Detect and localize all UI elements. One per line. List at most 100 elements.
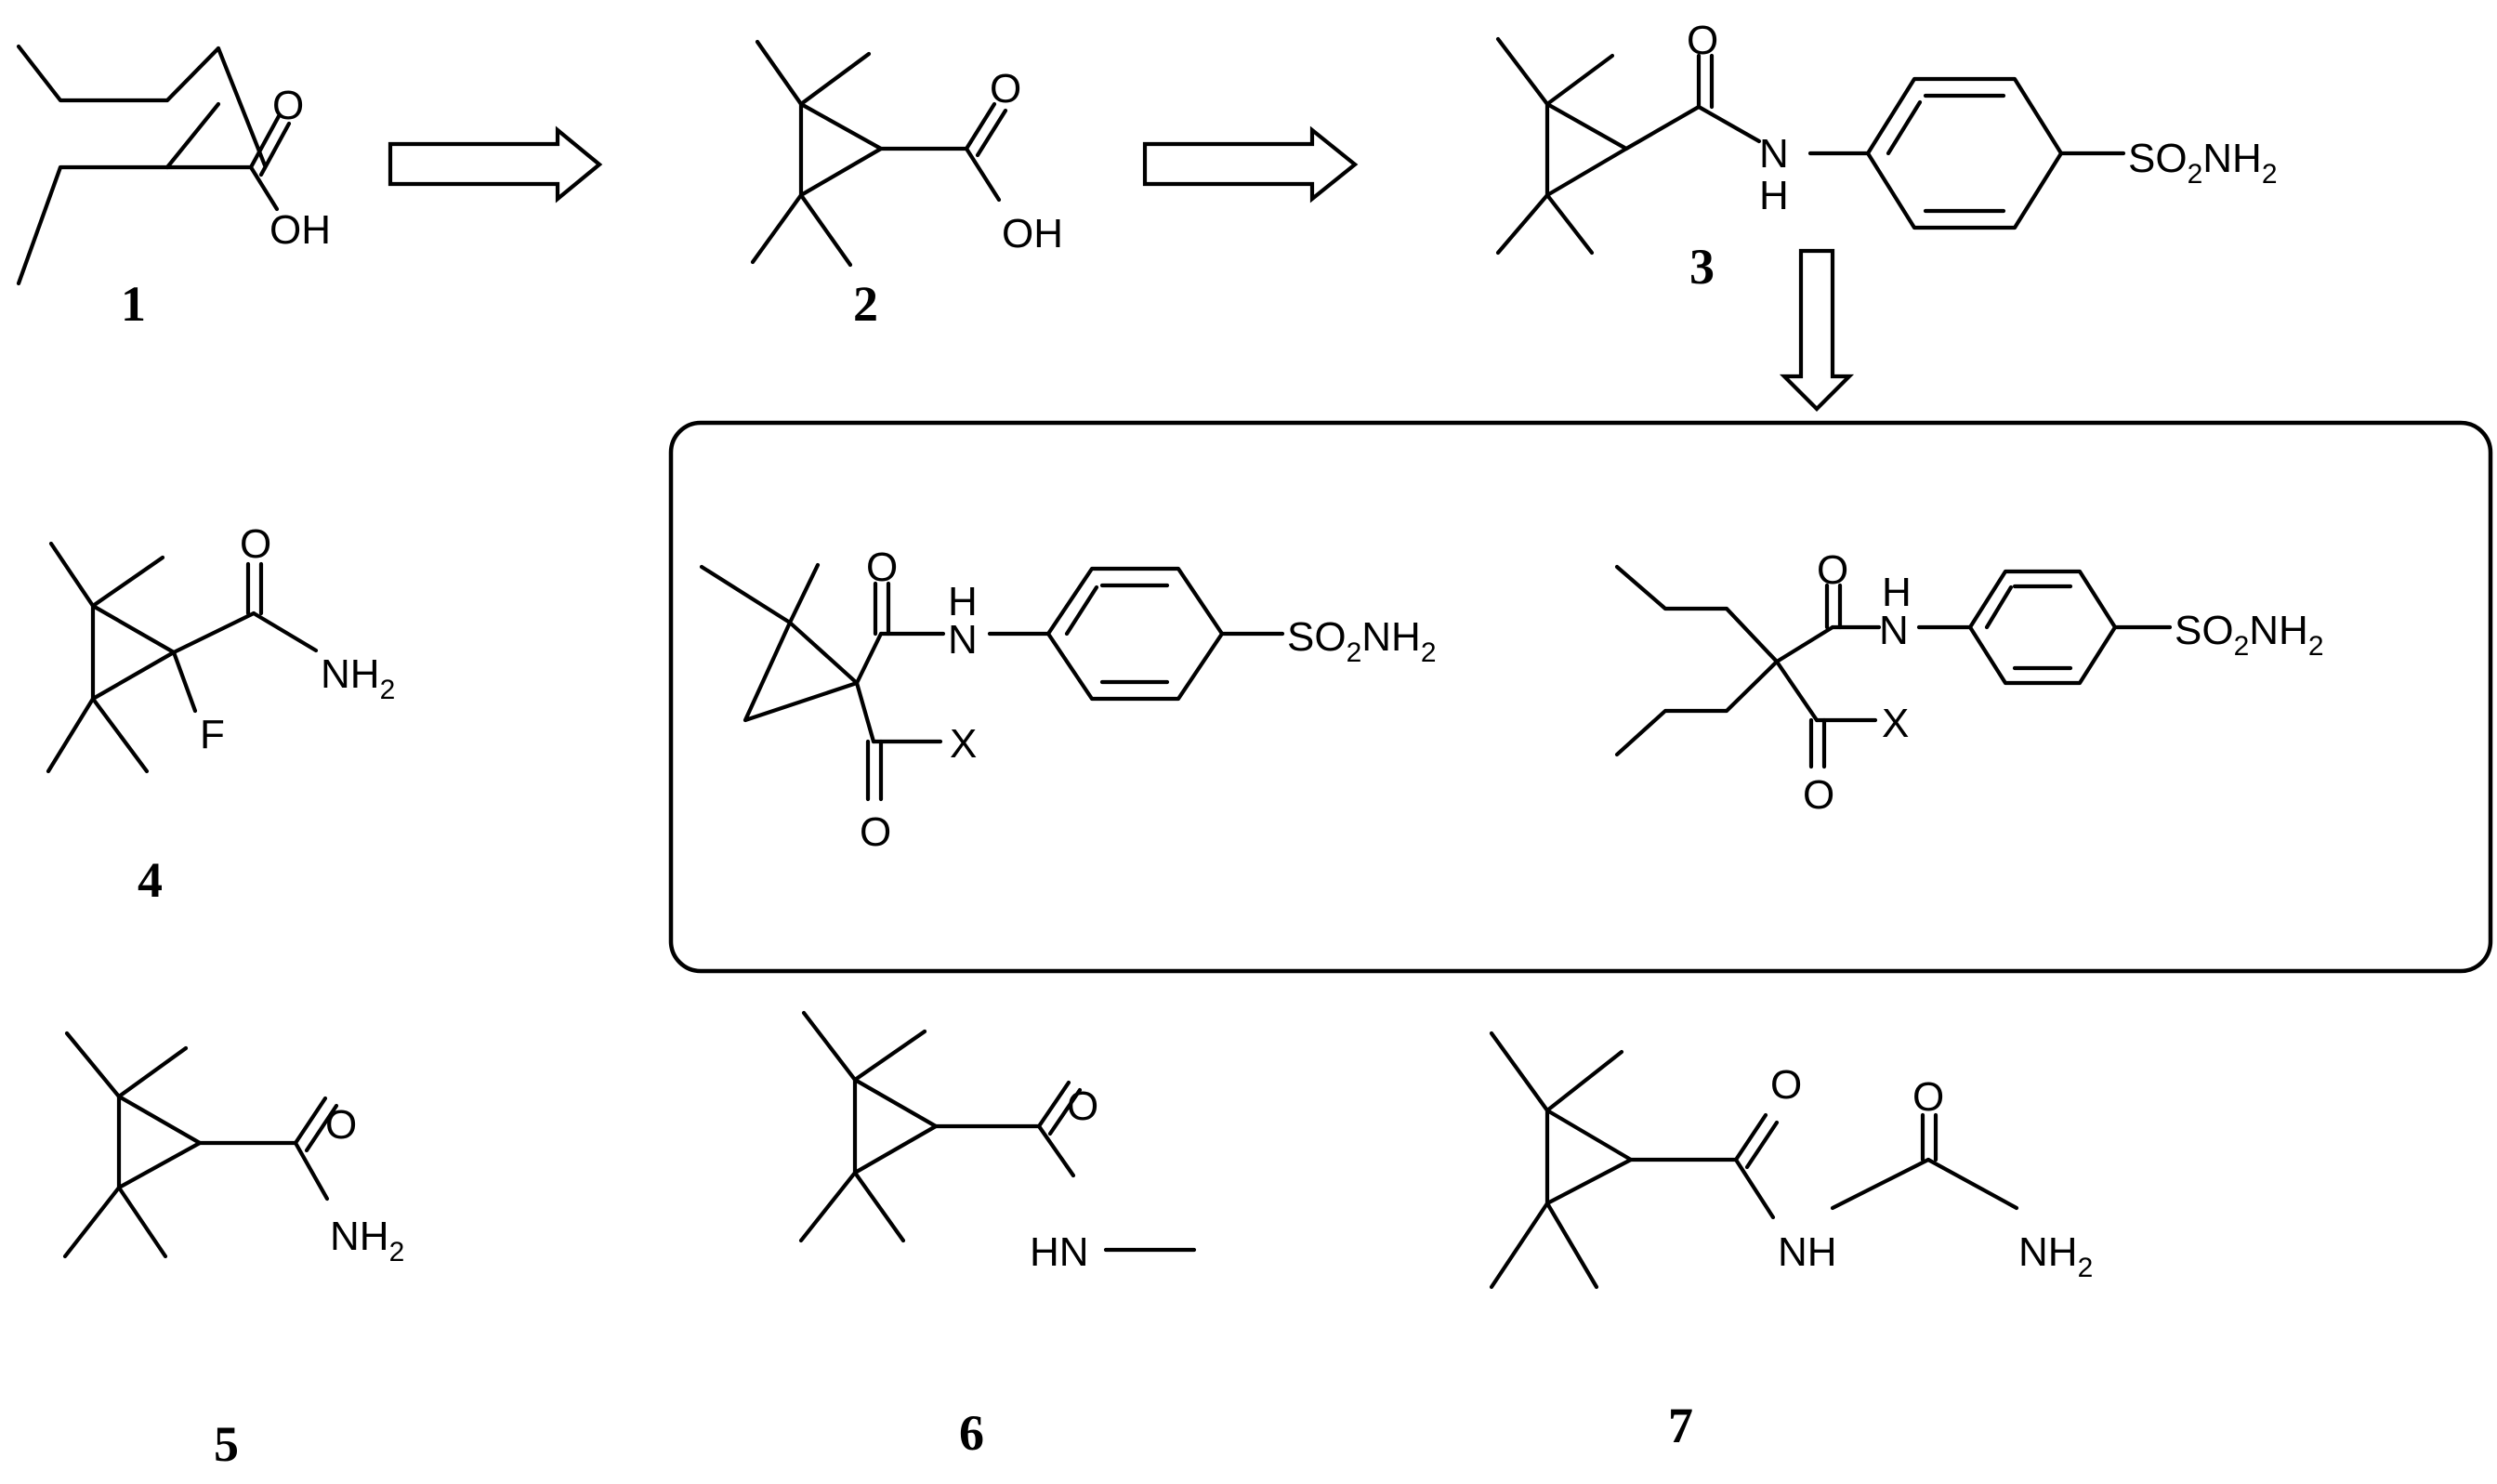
bond-methyl: [46, 696, 96, 774]
atom-oxygen: O: [1687, 18, 1718, 63]
bond-c-n: [1696, 104, 1762, 144]
bond-chain-upper: [16, 44, 221, 103]
compound-1-structure: O OH 1: [16, 44, 331, 332]
atom-x: X: [1882, 701, 1909, 746]
atom-nitrogen: N: [1759, 131, 1789, 177]
bond-c-f: [171, 650, 198, 714]
sulfonamide-group: SO2NH2: [2175, 608, 2324, 662]
bond-co-double-b: [975, 108, 1008, 158]
bond-c-n: [251, 611, 319, 653]
bond-methyl: [1544, 192, 1595, 256]
atom-hydroxyl: OH: [1002, 211, 1063, 256]
bond-chain-lower: [16, 164, 170, 286]
benzene-ring: [1045, 566, 1225, 702]
atom-oxygen: O: [990, 66, 1021, 112]
cyclopropane-ring: [852, 1077, 939, 1175]
bond-co-double-a: [248, 113, 282, 170]
compound-3-structure: O N H SO2NH2 3: [1495, 18, 2278, 295]
bond-methyl: [750, 192, 804, 265]
bond-methyl: [1489, 1201, 1550, 1290]
bond-methyl: [64, 1031, 122, 1099]
bond-methyl: [801, 1010, 858, 1083]
atom-oxygen: O: [1770, 1062, 1802, 1108]
bond-methyl: [1544, 53, 1615, 107]
atom-oxygen: O: [1067, 1083, 1098, 1129]
compound-2-structure: O OH 2: [750, 39, 1063, 332]
bond-methyl: [798, 1170, 858, 1243]
bond-methyl: [1489, 1031, 1550, 1113]
sulfonamide-group: SO2NH2: [2128, 136, 2278, 190]
atom-nitrogen: N: [1879, 608, 1909, 653]
highlight-box: [668, 420, 2493, 974]
boxed-compound-dipropyl: O H N SO2NH2 X O: [1614, 547, 2324, 818]
bond-methyl: [798, 51, 872, 107]
bond-co-double-b: [1047, 1087, 1083, 1136]
atom-nitrogen: N: [948, 617, 978, 663]
bond-upper-carbonyl: [1774, 624, 1835, 664]
atom-oxygen: O: [1817, 547, 1848, 593]
arrow-down: [1779, 248, 1855, 412]
atom-hydrogen: H: [1882, 570, 1912, 615]
atom-oxygen: O: [325, 1102, 357, 1148]
bond-methyl: [62, 1185, 122, 1259]
bond-co-double-b: [258, 121, 292, 177]
cyclopropane-ring: [1544, 101, 1629, 198]
atom-nh: NH: [1778, 1229, 1837, 1275]
bond-co-double-a: [964, 101, 997, 151]
bond-methyl: [1544, 1201, 1599, 1290]
bond-c-oh: [248, 164, 280, 212]
bond-co-double-a: [293, 1096, 328, 1146]
compound-number-4: 4: [138, 852, 163, 908]
bond-methyl: [116, 1185, 168, 1259]
atom-hydrogen: H: [1759, 173, 1789, 218]
atom-oxygen: O: [866, 545, 898, 590]
bond-c-nh2: [1925, 1157, 2019, 1211]
arrow-right-2: [1142, 125, 1359, 204]
sulfonamide-group: SO2NH2: [1287, 614, 1437, 668]
bond-methyl: [798, 192, 853, 268]
atom-oxygen: O: [240, 521, 271, 567]
cyclopropane-ring: [1544, 1108, 1634, 1206]
bond-c-oh: [964, 146, 1002, 203]
bond-methyl: [1544, 1049, 1624, 1113]
bond-upper-carbonyl: [854, 631, 884, 686]
atom-x: X: [950, 721, 977, 767]
bond-methyl: [1495, 36, 1550, 107]
benzene-double-bond: [1886, 99, 1923, 156]
bond-methyl: [852, 1029, 927, 1083]
amide-nh2: NH2: [330, 1214, 404, 1267]
compound-number-3: 3: [1689, 239, 1715, 295]
atom-hydroxyl: OH: [269, 207, 331, 253]
bond-co-double-a: [1036, 1080, 1071, 1129]
compound-6-structure: O HN 6: [798, 1010, 1197, 1461]
atom-oxygen: O: [1803, 772, 1834, 818]
bond-c-n: [1036, 1123, 1076, 1178]
cyclopropane-ring: [743, 620, 860, 723]
bond-co-double-b: [1744, 1120, 1780, 1170]
amide-nh2: NH2: [321, 651, 395, 705]
bond-carbonyl: [171, 611, 256, 655]
bond-methyl: [755, 39, 804, 107]
boxed-compound-cyclopropane: O H N SO2NH2 X O: [699, 545, 1437, 855]
bond-co-double-a: [1733, 1112, 1768, 1162]
compound-4-structure: O NH2 F 4: [46, 521, 395, 908]
bond-co-double-b: [304, 1103, 339, 1153]
bond-alpha: [164, 101, 221, 170]
compound-5-structure: O NH2 5: [62, 1031, 404, 1472]
atom-fluorine: F: [200, 712, 225, 757]
benzene-double-bond: [1984, 584, 2014, 630]
atom-oxygen: O: [1912, 1074, 1944, 1120]
compound-number-1: 1: [121, 276, 146, 332]
bond-propyl-lower: [1614, 659, 1780, 757]
bond-methyl: [699, 564, 793, 625]
bond-nh-c: [1830, 1157, 1931, 1211]
compound-number-7: 7: [1668, 1398, 1693, 1453]
bond-lower-carbonyl: [1774, 659, 1820, 723]
compound-number-5: 5: [214, 1416, 239, 1472]
bond-methyl: [48, 541, 96, 609]
compound-number-6: 6: [959, 1405, 984, 1461]
bond-c-n: [293, 1140, 330, 1202]
benzene-ring: [1865, 76, 2064, 230]
